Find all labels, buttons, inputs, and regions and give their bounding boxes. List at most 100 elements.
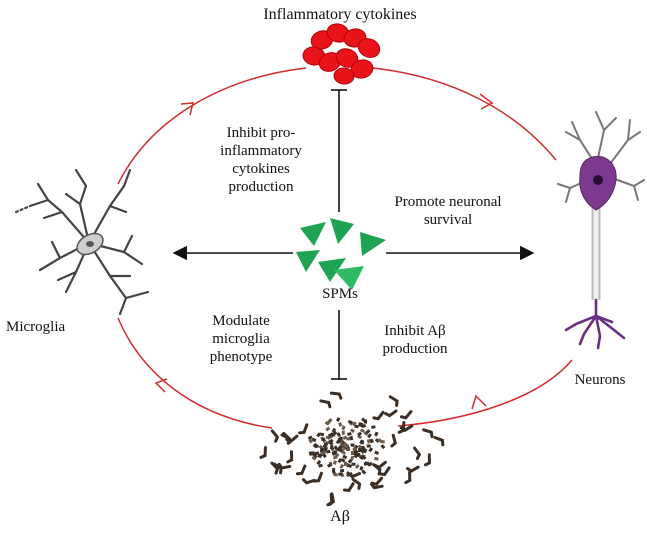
abeta-particle [359, 422, 364, 428]
abeta-particle [322, 446, 328, 452]
abeta-particle [311, 437, 317, 443]
edge-text-line: production [228, 179, 294, 195]
abeta-fibril [413, 446, 422, 461]
abeta-particle [340, 458, 346, 463]
abeta-fibril [372, 463, 382, 476]
abeta-fibril [370, 476, 384, 486]
promote-survival-text: Promote neuronal survival [378, 193, 518, 229]
abeta-particle [321, 437, 327, 443]
abeta-particle [330, 432, 336, 437]
abeta-particle [324, 420, 330, 426]
abeta-particle [365, 429, 371, 435]
abeta-particle [333, 473, 338, 477]
abeta-fibril [329, 391, 343, 400]
neuron-terminals [564, 298, 626, 350]
abeta-particle [329, 446, 335, 451]
abeta-fibril [347, 472, 362, 479]
abeta-particle [316, 460, 322, 465]
abeta-particle [367, 461, 373, 467]
microglia-label: Microglia [6, 319, 66, 335]
abeta-particle [307, 435, 313, 441]
abeta-particle [350, 443, 355, 447]
spms-label: SPMs [322, 286, 358, 302]
chevron-icon [471, 394, 487, 410]
abeta-particle [366, 444, 371, 448]
abeta-fibril [342, 482, 355, 493]
abeta-particle [342, 435, 348, 441]
abeta-particle [331, 468, 336, 473]
abeta-particle [351, 421, 357, 427]
abeta-particle [317, 454, 322, 459]
abeta-particle [351, 462, 356, 466]
abeta-fibril [301, 478, 316, 485]
abeta-fibril [270, 429, 280, 443]
microglia-nucleus [86, 241, 94, 247]
abeta-particle [331, 427, 337, 433]
abeta-fibril [370, 482, 384, 490]
edge-text-line: microglia [212, 331, 270, 347]
spm-effects [172, 89, 535, 380]
cytokines-label: Inflammatory cytokines [263, 6, 417, 23]
abeta-particle [339, 463, 345, 469]
inhibit-abeta-text: Inhibit Aβ production [360, 322, 470, 358]
abeta-particle [350, 455, 355, 461]
abeta-particle [374, 438, 380, 444]
abeta-particle [320, 450, 326, 456]
chevron-icon [154, 378, 168, 393]
abeta-fibril [270, 461, 280, 475]
abeta-particle [347, 463, 353, 469]
abeta-particle [357, 444, 363, 450]
edge-text-line: phenotype [209, 349, 273, 365]
abeta-fibril [423, 453, 431, 467]
cycle-arrow-abeta-to-microglia [117, 317, 273, 429]
abeta-particle [350, 450, 354, 455]
abeta-fibril [390, 433, 397, 448]
abeta-particle [343, 461, 349, 467]
abeta-particle [371, 425, 376, 429]
abeta-particle [380, 439, 385, 444]
edge-text-line: production [382, 341, 448, 357]
abeta-particle [353, 453, 359, 459]
abeta-particle [363, 462, 369, 466]
abeta-fibril [378, 466, 391, 477]
abeta-particle [325, 426, 331, 432]
abeta-particle [343, 443, 348, 449]
cycle-arrow-neurons-to-abeta [397, 359, 573, 427]
edge-text-line: Promote neuronal [394, 194, 502, 210]
chevron-icon [180, 102, 194, 116]
microglia-cell-icon [14, 168, 150, 316]
edge-text-line: Inhibit Aβ [384, 323, 446, 339]
abeta-particle [338, 472, 343, 476]
chevron-icon [479, 93, 494, 110]
abeta-particle [354, 464, 360, 469]
cycle-chevrons [154, 93, 494, 410]
abeta-label: Aβ [330, 508, 350, 525]
modulate-microglia-text: Modulate microglia phenotype [186, 312, 296, 366]
abeta-particle [341, 425, 346, 431]
abeta-particle [374, 431, 379, 437]
abeta-fibril [384, 409, 398, 418]
edge-text-line: Modulate [212, 313, 270, 329]
abeta-particle [374, 450, 380, 455]
abeta-fibril [298, 423, 309, 435]
abeta-particle [333, 455, 338, 460]
abeta-fibril [388, 395, 399, 407]
abeta-fibril [422, 428, 434, 439]
abeta-particle [359, 466, 364, 471]
abeta-particle [380, 444, 386, 450]
abeta-particle [359, 439, 364, 445]
abeta-fibril [397, 421, 406, 434]
abeta-particle [332, 460, 338, 465]
abeta-particle [327, 418, 333, 423]
abeta-fibril [372, 410, 385, 421]
abeta-fibril [259, 446, 267, 459]
abeta-particle [311, 455, 317, 461]
abeta-fibril [312, 471, 323, 483]
abeta-particle [359, 428, 365, 433]
abeta-particle [336, 432, 341, 438]
abeta-particle [342, 454, 348, 460]
abeta-fibril [319, 399, 332, 409]
abeta-fibril [280, 433, 291, 445]
abeta-particle [311, 452, 317, 457]
